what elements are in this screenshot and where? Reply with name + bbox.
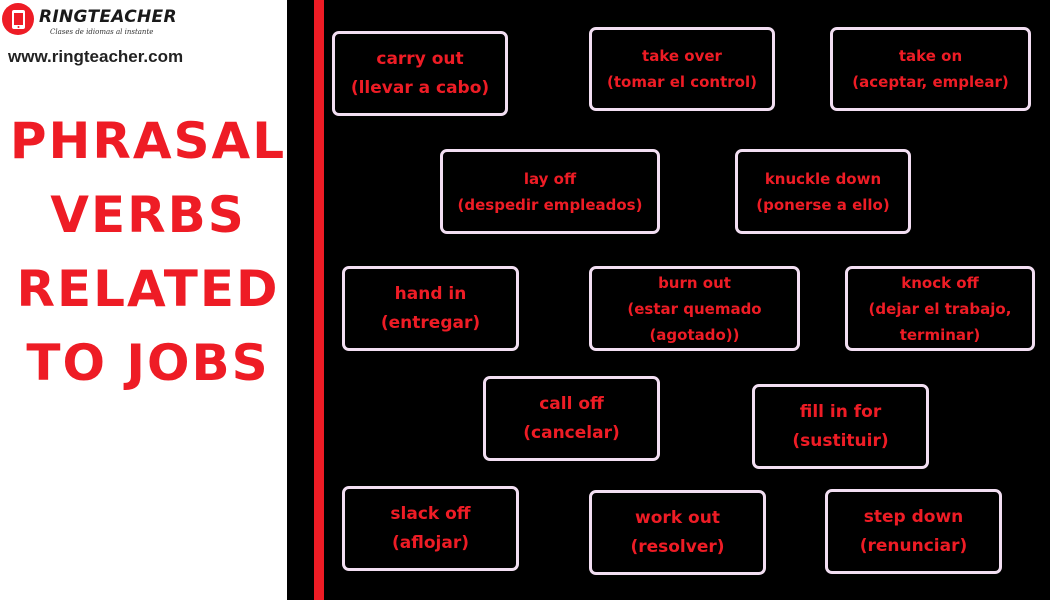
verb-card: lay off (despedir empleados)	[440, 149, 660, 234]
verb-card: take over (tomar el control)	[589, 27, 775, 111]
verb-meaning: (entregar)	[380, 312, 481, 333]
verb-meaning: (estar quemado	[627, 299, 762, 318]
website-url[interactable]: www.ringteacher.com	[8, 47, 184, 66]
verb-meaning: (cancelar)	[523, 422, 620, 443]
verb-term: take over	[642, 47, 722, 65]
verb-card: knock off (dejar el trabajo, terminar)	[845, 266, 1035, 351]
verb-meaning-continued: (agotado))	[649, 325, 740, 344]
verb-meaning: (sustituir)	[792, 430, 889, 451]
title-line: PHRASAL	[9, 112, 287, 170]
title-line: TO JOBS	[26, 334, 270, 392]
verb-meaning: (resolver)	[630, 536, 725, 557]
verb-term: burn out	[658, 273, 731, 292]
verb-term: take on	[898, 47, 963, 65]
verb-term: step down	[863, 506, 964, 527]
verb-card: fill in for (sustituir)	[752, 384, 929, 469]
verb-term: hand in	[394, 283, 467, 304]
verb-card: take on (aceptar, emplear)	[830, 27, 1031, 111]
verb-term: work out	[635, 507, 720, 528]
verb-term: carry out	[376, 48, 464, 69]
ringteacher-logo[interactable]: RINGTEACHER Clases de idiomas al instant…	[2, 3, 177, 39]
verb-term: fill in for	[799, 401, 882, 422]
verb-card: hand in (entregar)	[342, 266, 519, 351]
verb-term: lay off	[523, 169, 577, 188]
red-divider-bar	[314, 0, 324, 600]
verb-meaning: (tomar el control)	[607, 73, 757, 91]
title-line: RELATED	[16, 260, 280, 318]
brand-tagline: Clases de idiomas al instante	[50, 28, 154, 36]
verb-card: knuckle down (ponerse a ello)	[735, 149, 911, 234]
verb-meaning: (dejar el trabajo,	[868, 299, 1012, 318]
verb-card: call off (cancelar)	[483, 376, 660, 461]
verb-card: carry out (llevar a cabo)	[332, 31, 508, 116]
verb-card: step down (renunciar)	[825, 489, 1002, 574]
verb-term: slack off	[390, 503, 471, 524]
verb-meaning: (ponerse a ello)	[756, 195, 890, 214]
verb-meaning: (renunciar)	[859, 535, 968, 556]
verb-meaning: (aceptar, emplear)	[852, 73, 1009, 91]
page-title: PHRASAL VERBS RELATED TO JOBS	[0, 104, 296, 400]
left-panel: RINGTEACHER Clases de idiomas al instant…	[0, 0, 287, 600]
verb-meaning: (despedir empleados)	[457, 195, 643, 214]
verb-meaning-continued: terminar)	[899, 325, 981, 344]
verb-meaning: (aflojar)	[392, 532, 469, 553]
verb-meaning: (llevar a cabo)	[350, 77, 490, 98]
verb-card: slack off (aflojar)	[342, 486, 519, 571]
verb-card: burn out (estar quemado (agotado))	[589, 266, 800, 351]
verb-term: knuckle down	[764, 169, 882, 188]
phone-icon	[2, 3, 34, 35]
title-line: VERBS	[50, 186, 246, 244]
verb-term: call off	[539, 393, 604, 414]
brand-name: RINGTEACHER	[39, 7, 177, 27]
verb-term: knock off	[901, 273, 979, 292]
verb-card: work out (resolver)	[589, 490, 766, 575]
